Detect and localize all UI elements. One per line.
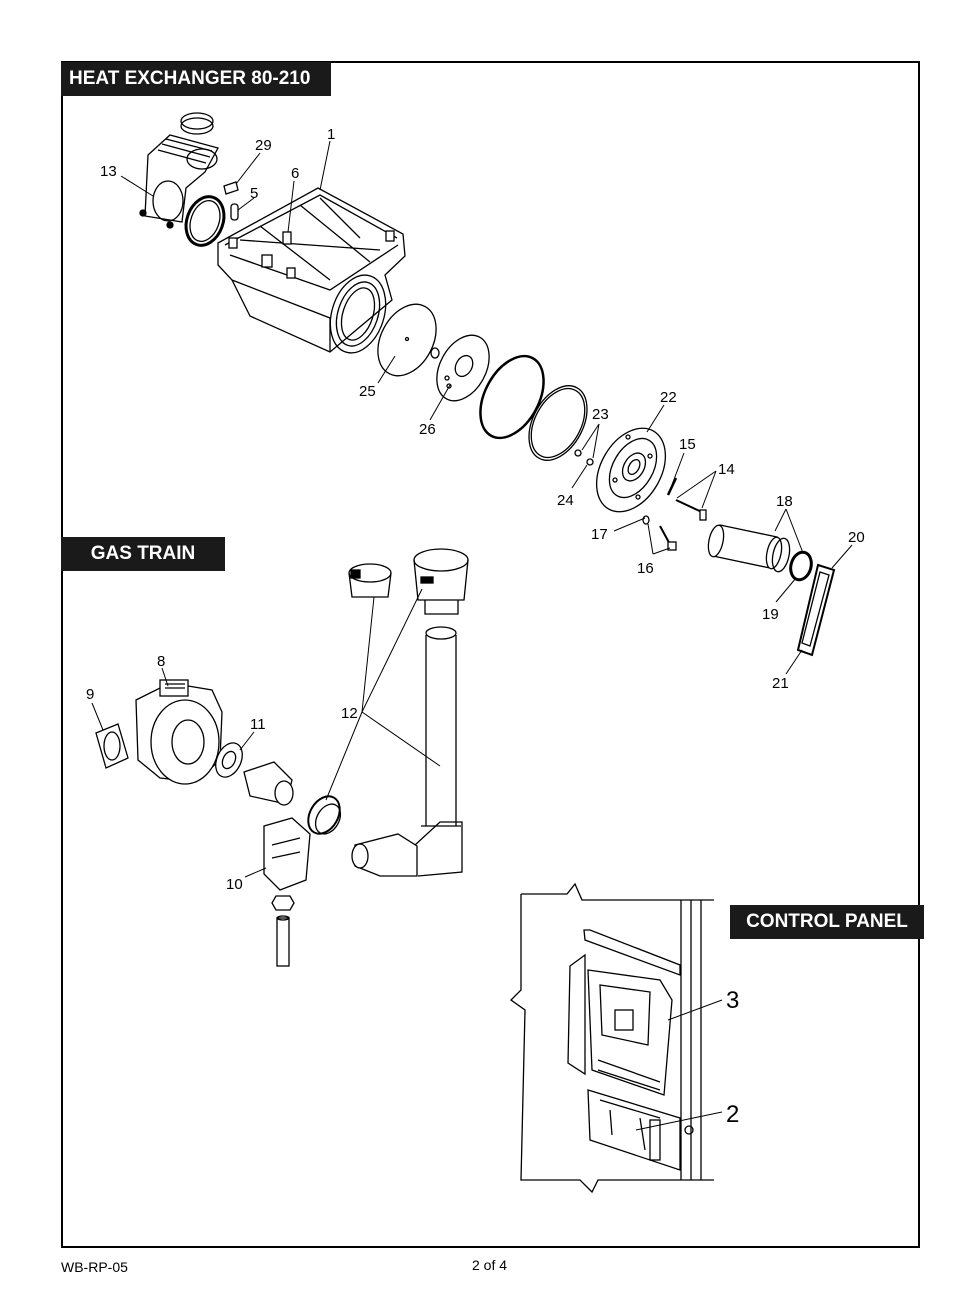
callout-20: 20 bbox=[848, 529, 865, 546]
callout-15: 15 bbox=[679, 436, 696, 453]
heat-exchanger-section-label: HEAT EXCHANGER 80-210 bbox=[61, 62, 331, 96]
callout-14: 14 bbox=[718, 461, 735, 478]
callout-26: 26 bbox=[419, 421, 436, 438]
callout-8: 8 bbox=[157, 653, 165, 670]
callout-16: 16 bbox=[637, 560, 654, 577]
callout-18: 18 bbox=[776, 493, 793, 510]
callout-22: 22 bbox=[660, 389, 677, 406]
callout-3: 3 bbox=[726, 987, 739, 1014]
callout-1: 1 bbox=[327, 126, 335, 143]
blower-drawing bbox=[135, 679, 223, 785]
control-panel-section-label: CONTROL PANEL bbox=[730, 905, 924, 939]
callout-23: 23 bbox=[592, 406, 609, 423]
callout-leader-lines bbox=[91, 140, 853, 1131]
burner-door-drawing bbox=[595, 427, 667, 513]
document-code: WB-RP-05 bbox=[61, 1259, 128, 1275]
callout-11: 11 bbox=[250, 716, 266, 733]
callout-29: 29 bbox=[255, 137, 272, 154]
callout-24: 24 bbox=[557, 492, 574, 509]
callout-10: 10 bbox=[226, 876, 243, 893]
control-panel-drawing bbox=[509, 882, 714, 1194]
callout-12: 12 bbox=[341, 705, 358, 722]
intake-housing-drawing bbox=[139, 112, 219, 229]
callout-19: 19 bbox=[762, 606, 779, 623]
callout-2: 2 bbox=[726, 1101, 739, 1128]
callout-13: 13 bbox=[100, 163, 117, 180]
callout-21: 21 bbox=[772, 675, 789, 692]
callout-9: 9 bbox=[86, 686, 94, 703]
page-number: 2 of 4 bbox=[472, 1257, 508, 1273]
diagram-frame bbox=[61, 61, 920, 1248]
callout-6: 6 bbox=[291, 165, 299, 182]
callout-25: 25 bbox=[359, 383, 376, 400]
callout-17: 17 bbox=[591, 526, 608, 543]
gas-train-section-label: GAS TRAIN bbox=[61, 537, 225, 571]
heat-exchanger-body-drawing bbox=[217, 187, 406, 354]
callout-5: 5 bbox=[250, 185, 258, 202]
